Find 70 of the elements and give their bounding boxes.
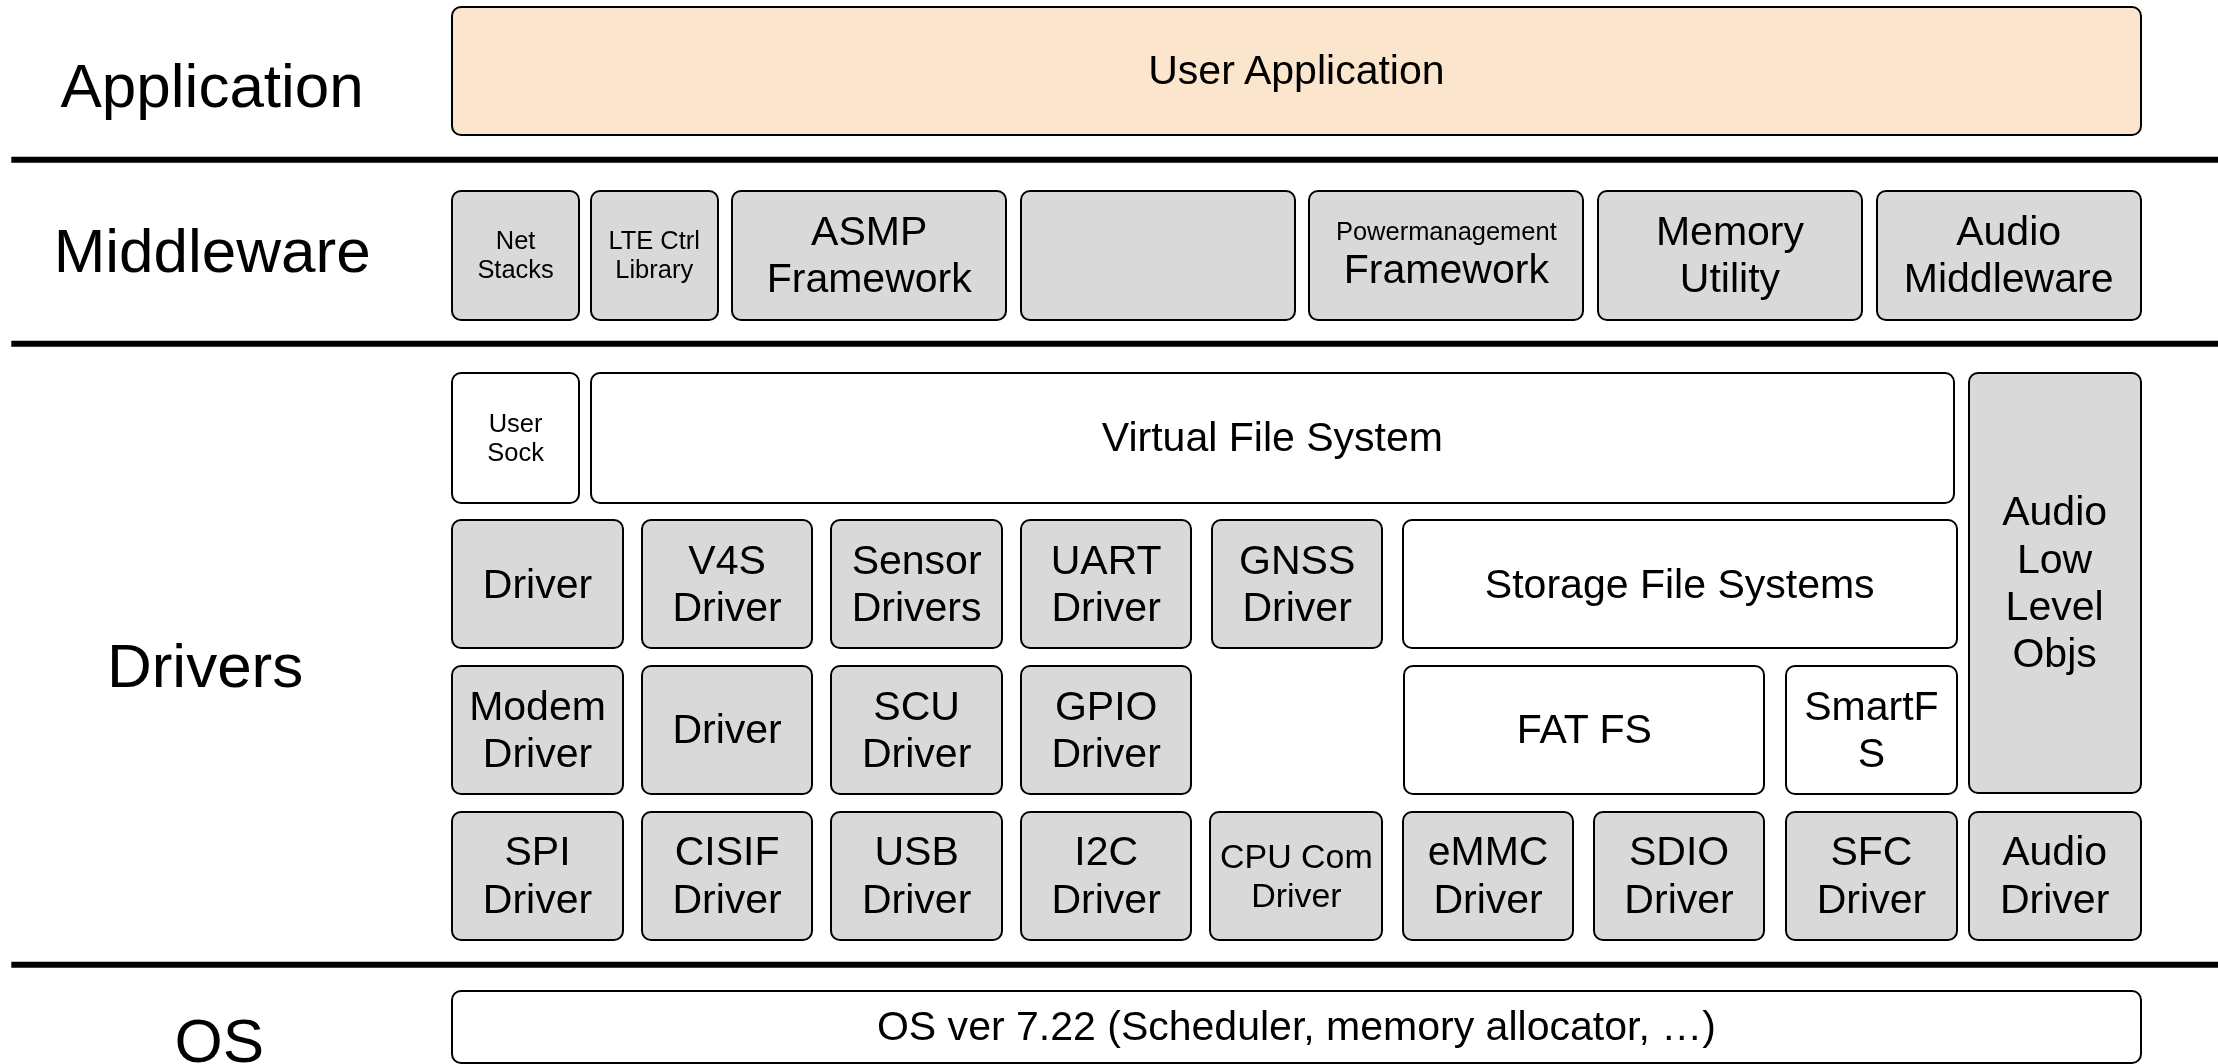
module-label: USB Driver: [860, 828, 973, 923]
module-box: [640, 519, 814, 650]
module-label: LTE Ctrl Library: [607, 226, 701, 285]
layer-label: Application: [60, 49, 364, 121]
module-box: [1967, 372, 2142, 794]
module-box: [1967, 810, 2142, 941]
module-label: Sensor Drivers: [850, 537, 983, 632]
module-label: User Sock: [486, 408, 545, 468]
module-label: Audio Middleware: [1902, 208, 2115, 303]
module-label: CISIF Driver: [671, 828, 783, 923]
module-label: Driver: [672, 706, 782, 754]
layer-label: Middleware: [53, 214, 371, 286]
module-label: SCU Driver: [860, 682, 973, 778]
module-box: [451, 810, 624, 941]
layer-label: Drivers: [106, 629, 304, 701]
module-label: I2C Driver: [1050, 828, 1162, 923]
module-label: GNSS Driver: [1238, 537, 1357, 632]
module-label: Powermanagement: [1336, 217, 1557, 247]
module-box: [1785, 664, 1958, 795]
module-label: User Application: [1148, 47, 1445, 95]
module-box: [830, 664, 1003, 795]
module-label: eMMC Driver: [1426, 828, 1550, 923]
layer-label: OS: [174, 1004, 265, 1064]
module-label: Storage File Systems: [1484, 560, 1875, 608]
module-box: [640, 664, 814, 795]
module-label: GPIO Driver: [1050, 682, 1162, 778]
module-label: UART Driver: [1049, 537, 1163, 632]
module-box: [1875, 189, 2142, 322]
module-box: [1597, 189, 1863, 322]
module-box: [1401, 519, 1958, 650]
module-box: [1785, 810, 1958, 941]
module-box: [830, 810, 1003, 941]
module-label: V4S Driver: [671, 537, 783, 632]
module-box: [1403, 664, 1766, 795]
module-box: [1209, 810, 1384, 941]
module-box: [1308, 189, 1585, 322]
module-box: [1592, 810, 1766, 941]
module-box: [451, 519, 624, 650]
module-box: [1019, 664, 1193, 795]
module-label: SFC Driver: [1815, 828, 1928, 923]
module-box: [589, 189, 719, 322]
module-box: [1401, 810, 1575, 941]
module-label: SPI Driver: [481, 828, 594, 923]
module-box: [1019, 519, 1193, 650]
module-box: [830, 519, 1003, 650]
module-label: Framework: [1343, 246, 1549, 294]
module-box: [1210, 519, 1384, 650]
module-label: SDIO Driver: [1623, 828, 1735, 923]
module-box: [1019, 810, 1193, 941]
module-box: [451, 664, 624, 795]
module-box: [451, 5, 2142, 136]
module-label: CPU Com Driver: [1219, 836, 1374, 915]
module-box: [731, 189, 1008, 322]
module-label: OS ver 7.22 (Scheduler, memory allocator, …): [876, 1003, 1716, 1051]
module-box: [640, 810, 814, 941]
module-label: Driver: [482, 560, 593, 608]
module-label: Net Stacks: [476, 226, 555, 285]
module-box: [589, 372, 1955, 504]
module-box: [451, 372, 580, 504]
module-label: FAT FS: [1516, 706, 1652, 754]
module-box: [451, 990, 2142, 1064]
module-box: [451, 189, 580, 322]
module-label: ASMP Framework: [765, 208, 973, 303]
module-label: Memory Utility: [1654, 208, 1806, 303]
module-label: SmartFS: [1803, 682, 1940, 778]
module-box: [1019, 189, 1296, 322]
module-label: Audio Low Level Objs: [2001, 488, 2109, 678]
module-label: Modem Driver: [468, 682, 607, 778]
module-label: Virtual File System: [1101, 414, 1443, 462]
module-label: Audio Driver: [1998, 828, 2111, 923]
